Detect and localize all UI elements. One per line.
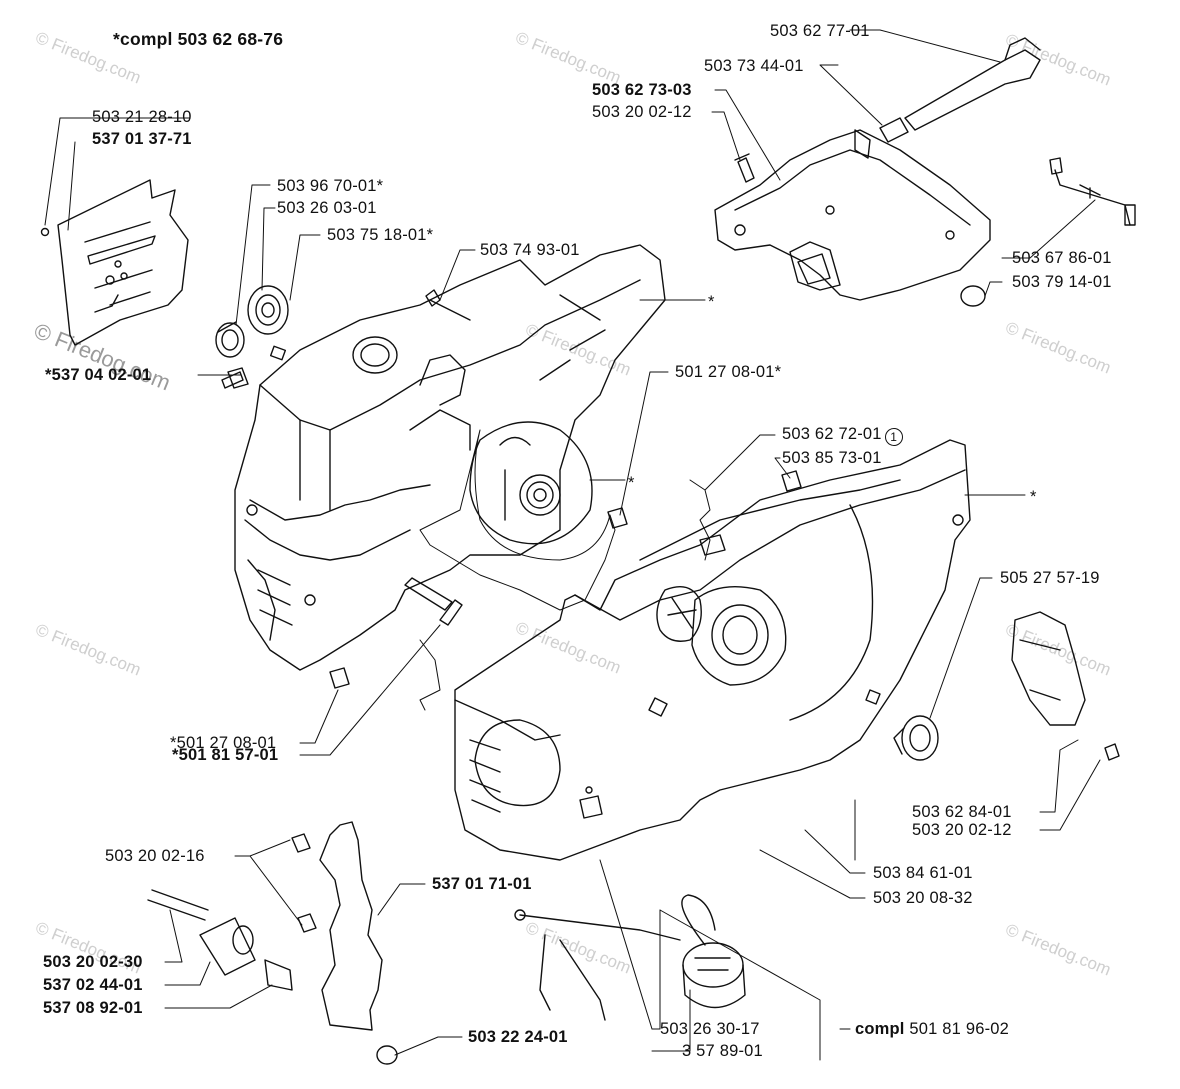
part-label: 503 22 24-01	[468, 1028, 568, 1046]
part-label: 503 26 30-17	[660, 1020, 760, 1038]
impulse-hose	[1049, 157, 1136, 226]
spring-handle	[879, 37, 1041, 143]
gaskets	[419, 429, 711, 711]
part-label: 503 20 02-12	[592, 103, 692, 121]
part-label: 503 20 02-30	[43, 953, 143, 971]
chain-guard-plate	[40, 179, 189, 346]
seal-ring	[893, 715, 939, 761]
part-label: 505 27 57-19	[1000, 569, 1100, 587]
part-label: 503 26 03-01	[277, 199, 377, 217]
part-label: 503 85 73-01	[782, 449, 882, 467]
part-label: 503 96 70-01*	[277, 177, 384, 195]
part-label: 503 20 08-32	[873, 889, 973, 907]
side-cover	[1011, 611, 1120, 761]
part-label: 501 27 08-01*	[675, 363, 782, 381]
leader-lines	[44, 29, 1101, 1061]
assembly-title: *compl 503 62 68-76	[113, 29, 284, 49]
asterisk-note: *	[708, 293, 715, 311]
crankcase-left-half	[234, 244, 666, 671]
circled-note-marker: 1	[884, 428, 903, 446]
part-label: 503 20 02-12	[912, 821, 1012, 839]
oil-cap	[514, 894, 746, 1021]
part-label: 537 01 37-71	[92, 130, 192, 148]
part-label: 503 73 44-01	[704, 57, 804, 75]
part-label: 537 01 71-01	[432, 875, 532, 893]
part-label: *501 81 57-01	[172, 746, 279, 764]
part-label: 503 62 84-01	[912, 803, 1012, 821]
part-label: *537 04 02-01	[45, 366, 152, 384]
asterisk-note: *	[1030, 488, 1037, 506]
part-label: 503 75 18-01*	[327, 226, 434, 244]
grommet	[960, 285, 986, 307]
asterisk-note: *	[628, 474, 635, 492]
crankcase-right-half	[454, 439, 971, 861]
bearing-parts	[215, 285, 289, 389]
part-label: 503 62 73-03	[592, 81, 692, 99]
long-screw	[404, 577, 463, 626]
part-label: 537 08 92-01	[43, 999, 143, 1017]
part-label: 503 62 77-01	[770, 22, 870, 40]
part-label: 503 84 61-01	[873, 864, 973, 882]
part-label: 503 67 86-01	[1012, 249, 1112, 267]
part-label: 503 79 14-01	[1012, 273, 1112, 291]
part-label: 503 74 93-01	[480, 241, 580, 259]
part-label: 3 57 89-01	[682, 1042, 763, 1060]
part-label: 503 20 02-16	[105, 847, 205, 865]
part-label: 503 21 28-10	[92, 108, 192, 126]
pins	[227, 289, 802, 689]
part-label: 537 02 44-01	[43, 976, 143, 994]
part-label: compl 501 81 96-02	[855, 1020, 1010, 1038]
top-cover	[714, 129, 991, 301]
chain-catcher	[147, 821, 398, 1065]
part-label: *501 27 08-01	[170, 734, 277, 752]
